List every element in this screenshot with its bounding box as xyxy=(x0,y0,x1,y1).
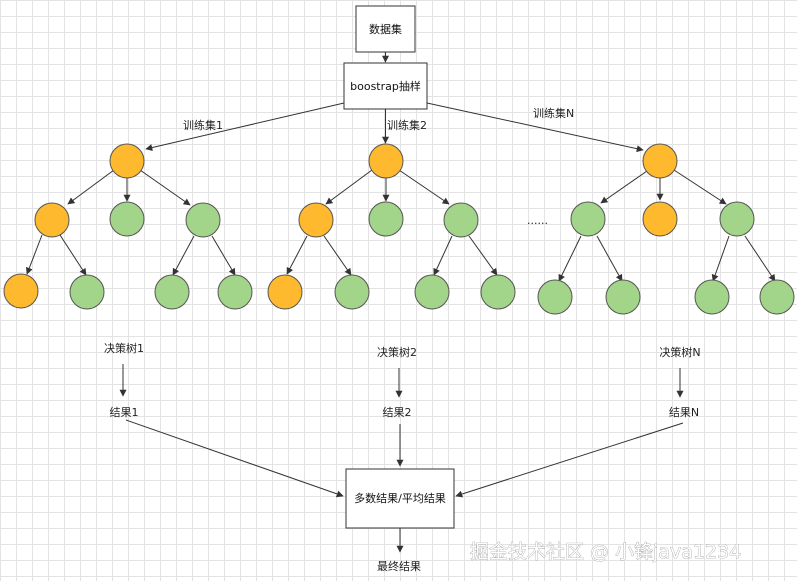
tree-node xyxy=(414,274,450,310)
tree-node xyxy=(642,201,678,237)
combine-label: 多数结果/平均结果 xyxy=(354,491,446,505)
tree-node xyxy=(537,279,573,315)
tree-2 xyxy=(267,143,516,310)
tree-1 xyxy=(3,143,253,310)
edge-bootstrap-treeN xyxy=(426,102,644,153)
tree-node xyxy=(267,274,303,310)
tree-node xyxy=(298,202,334,238)
training-set-2-label: 训练集2 xyxy=(387,118,427,132)
watermark: 掘金技术社区 @ 小锋java1234 xyxy=(470,541,741,563)
tree-node xyxy=(154,274,190,310)
tree-node xyxy=(759,279,795,315)
tree-node xyxy=(217,274,253,310)
decision-tree-2-label: 决策树2 xyxy=(377,345,417,359)
tree-node xyxy=(719,201,755,237)
tree-node xyxy=(642,143,678,179)
dataset-label: 数据集 xyxy=(369,22,402,36)
tree-node xyxy=(480,274,516,310)
edge-resultN-combine xyxy=(455,422,684,498)
decision-tree-n-label: 决策树N xyxy=(659,345,700,359)
tree-node xyxy=(69,274,105,310)
tree-node xyxy=(3,273,39,309)
bootstrap-box xyxy=(343,62,428,110)
tree-node xyxy=(443,202,479,238)
tree-edges xyxy=(25,169,776,282)
bootstrap-label: boostrap抽样 xyxy=(350,79,421,93)
edge-bootstrap-tree1 xyxy=(145,102,345,151)
tree-node xyxy=(34,202,70,238)
training-set-n-label: 训练集N xyxy=(533,106,574,120)
tree-node xyxy=(368,143,404,179)
result-2-label: 结果2 xyxy=(383,406,412,419)
edge-result1-combine xyxy=(125,419,344,498)
training-set-1-label: 训练集1 xyxy=(183,118,223,132)
final-result-label: 最终结果 xyxy=(377,559,421,573)
result-1-label: 结果1 xyxy=(110,406,139,419)
tree-node xyxy=(694,279,730,315)
tree-node xyxy=(368,201,404,237)
tree-node xyxy=(109,201,145,237)
decision-tree-1-label: 决策树1 xyxy=(104,341,144,355)
tree-node xyxy=(109,143,145,179)
tree-n xyxy=(537,143,795,315)
tree-node xyxy=(185,202,221,238)
tree-node xyxy=(334,274,370,310)
dataset-box xyxy=(355,5,416,53)
tree-node xyxy=(605,279,641,315)
result-n-label: 结果N xyxy=(669,406,699,419)
tree-node xyxy=(570,201,606,237)
ellipsis-label: ...... xyxy=(527,214,548,227)
